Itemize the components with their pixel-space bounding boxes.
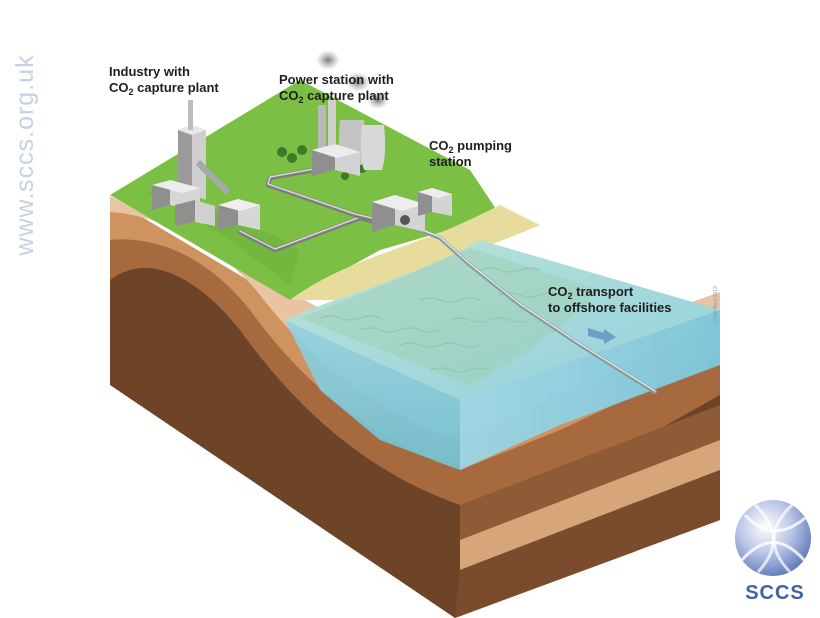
sea-side-face (460, 310, 720, 470)
pipeline-power (265, 165, 388, 225)
sea-front-face (285, 320, 460, 470)
wave-ripples (319, 267, 561, 373)
stratum-mid (110, 200, 720, 505)
label-power-station: Power station with CO2 capture plant (279, 72, 394, 105)
pipeline-offshore-hl (414, 226, 656, 392)
industry-plant (152, 100, 260, 230)
shallow-water (300, 248, 600, 385)
website-watermark: www.sccs.org.uk (11, 54, 39, 256)
label-pumping-line1: CO2 pumping (429, 138, 513, 155)
label-industry: Industry with CO2 capture plant (109, 64, 219, 97)
beach-sand (290, 205, 540, 300)
stratum-brown-band (460, 405, 720, 540)
label-power-line1: Power station with (279, 72, 394, 87)
pumping-station (372, 188, 452, 232)
stratum-tan-band (460, 440, 720, 570)
transport-arrow (588, 328, 616, 344)
label-co2-transport: CO2 transport to offshore facilities (548, 284, 672, 316)
sccs-logo-text: SCCS (745, 582, 805, 604)
sccs-logo-globe (735, 500, 811, 576)
power-station (312, 50, 389, 176)
artist-credit: Peter Best 2013 (713, 286, 719, 322)
land-grass (110, 80, 500, 300)
label-pumping-line2: station (429, 154, 472, 169)
grass-shade (140, 190, 300, 285)
stratum-deep-band (455, 470, 720, 618)
label-transport-line1: CO2 transport (548, 284, 634, 301)
label-industry-line2: CO2 capture plant (109, 80, 219, 97)
label-industry-line1: Industry with (109, 64, 190, 79)
label-pumping-station: CO2 pumping station (429, 138, 512, 170)
label-power-line2: CO2 capture plant (279, 88, 389, 105)
pipeline-power-hl (267, 166, 386, 222)
pipeline-offshore (413, 226, 657, 394)
label-transport-line2: to offshore facilities (548, 300, 672, 315)
